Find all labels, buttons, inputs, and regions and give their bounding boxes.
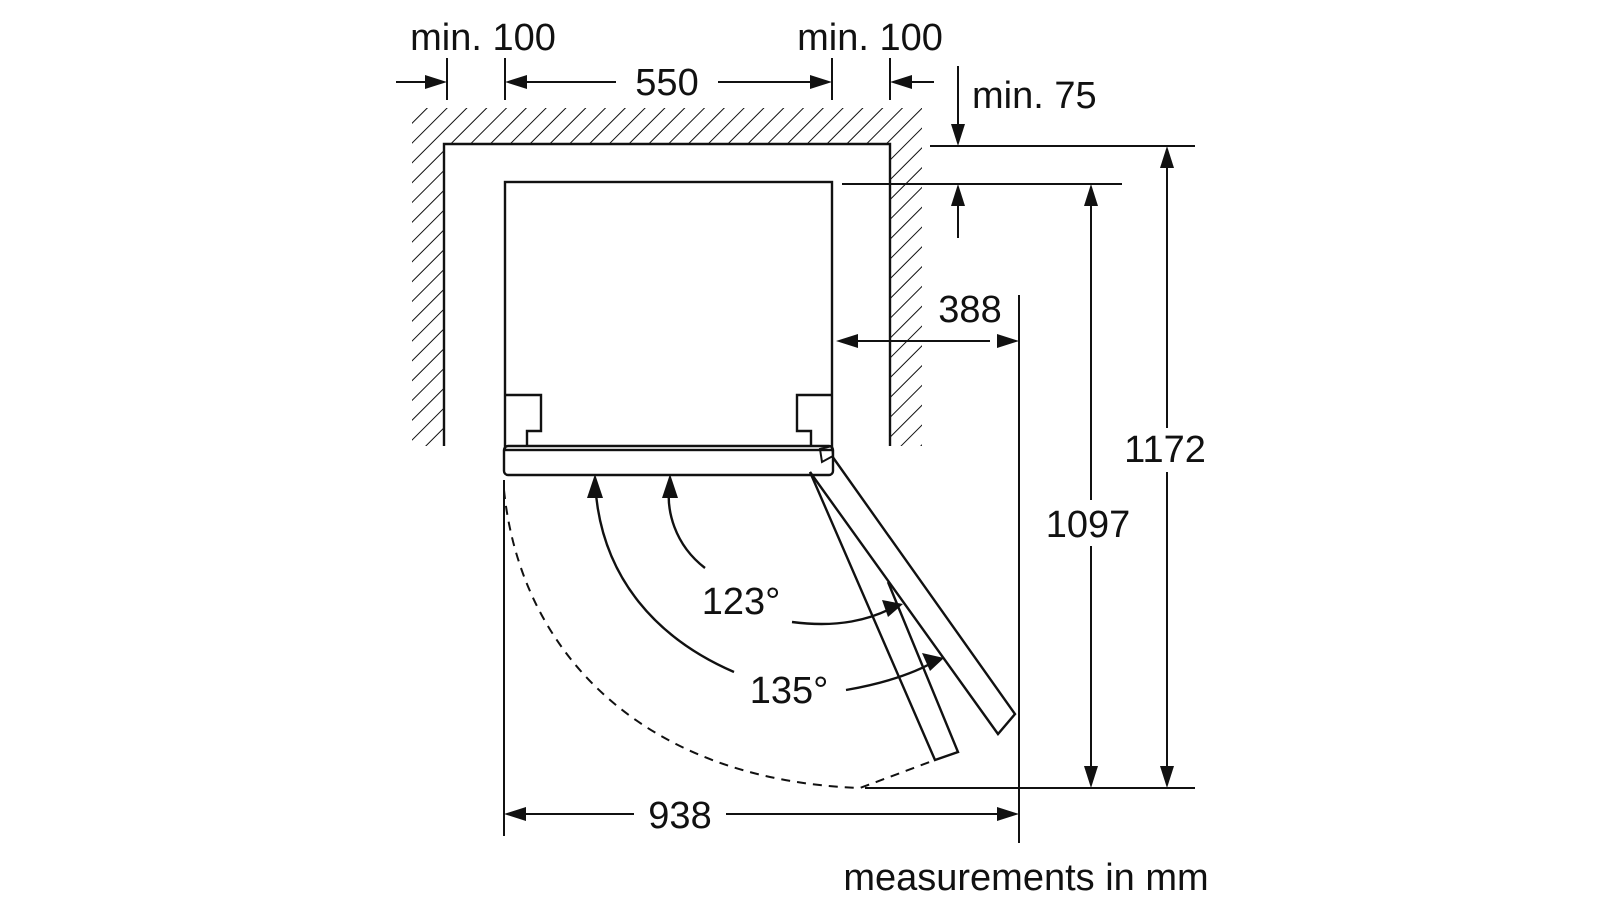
arc-135-arrowhead-right <box>922 653 944 671</box>
width-label: 550 <box>635 62 698 104</box>
arc-135-arrowhead-top <box>587 474 603 498</box>
dimension-right-clearance: min. 100 <box>797 17 943 100</box>
dimension-depth-with-wall: 1172 <box>1124 146 1206 788</box>
angle-arcs <box>587 474 944 692</box>
right-clearance-label: min. 100 <box>797 17 943 59</box>
hinge-left <box>505 393 543 446</box>
wall-niche <box>412 108 922 446</box>
wall-inner-edge <box>442 142 892 446</box>
dimension-back-clearance: min. 75 <box>842 66 1195 238</box>
appliance-body <box>502 180 835 477</box>
door-side-label: 388 <box>938 289 1001 331</box>
angle-135-label: 135° <box>750 670 829 712</box>
depth-with-wall-label: 1172 <box>1124 429 1206 471</box>
door-open-123 <box>808 471 960 762</box>
angle-123-label: 123° <box>702 581 781 623</box>
wall-hatch <box>412 108 922 446</box>
arc-135 <box>593 481 735 674</box>
cabinet-outline <box>503 180 834 452</box>
door-closed <box>502 444 835 477</box>
dimension-door-side: 388 <box>836 289 1020 843</box>
door-swing-arc <box>503 489 936 790</box>
dimension-total-width: 938 <box>503 480 1019 837</box>
unit-note: measurements in mm <box>843 857 1208 899</box>
dimension-width: 550 <box>505 58 833 104</box>
arc-123-arrowhead-top <box>662 474 678 498</box>
depth-label: 1097 <box>1046 504 1131 546</box>
hinge-right <box>795 393 832 446</box>
total-width-label: 938 <box>648 795 711 837</box>
left-clearance-label: min. 100 <box>410 17 556 59</box>
arc-123-lower <box>791 604 897 626</box>
arc-135-lower <box>845 658 938 692</box>
dimension-depth: 1097 <box>865 184 1195 789</box>
arc-123-arrowhead-right <box>882 600 903 617</box>
dimension-left-clearance: min. 100 <box>396 17 556 100</box>
back-clearance-label: min. 75 <box>972 75 1097 117</box>
door-open-135 <box>809 455 1017 736</box>
